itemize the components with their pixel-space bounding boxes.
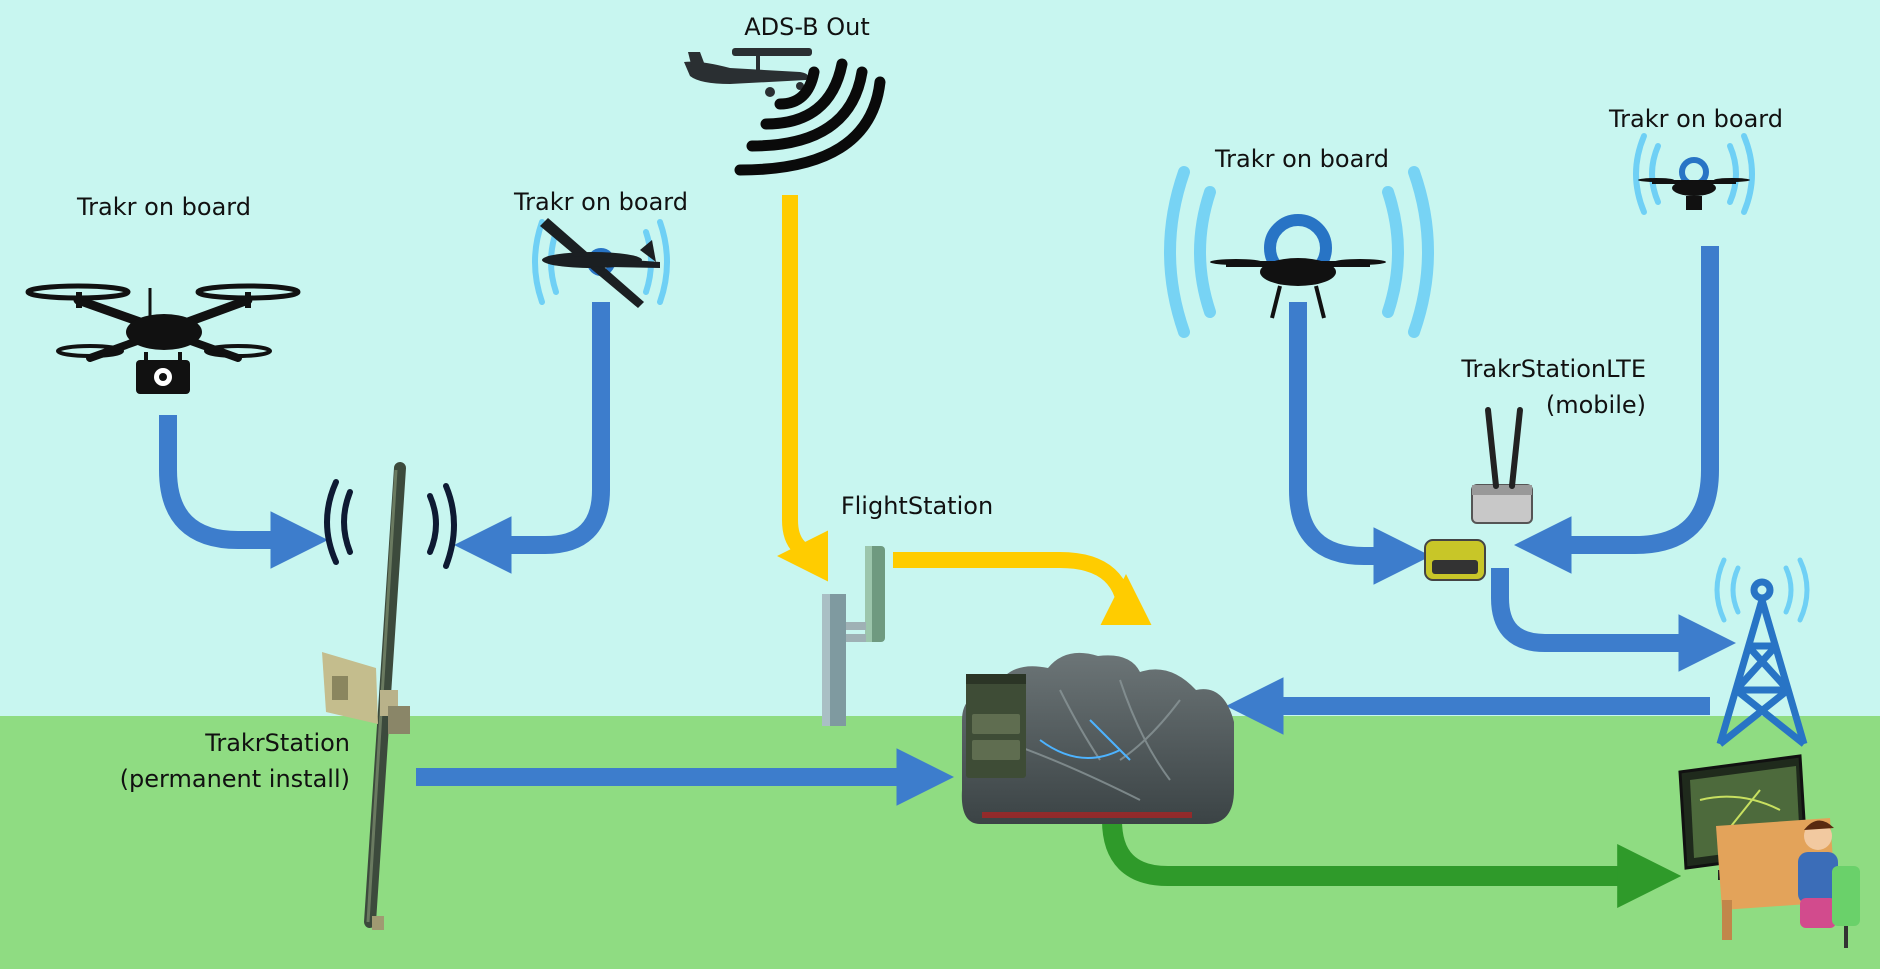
cell-tower-icon [1716,578,1808,747]
arrow-lte-to-tower [1491,568,1737,672]
label-flightstation: FlightStation [840,492,994,520]
label-trakr-fixedwing: Trakr on board [514,188,688,216]
label-trakr-center: Trakr on board [1215,145,1389,173]
center-drone-signal-icon [1164,166,1434,338]
label-trakrstation-lte: TrakrStationLTE [1461,355,1646,383]
arrow-fixedwing-to-trakrstation [453,302,610,574]
quadcopter-camera-icon [25,283,301,394]
label-trakrstation-lte-sub: (mobile) [1545,391,1646,419]
cloud-dashboard-icon [961,652,1234,824]
cessna-plane-icon [684,48,812,97]
flightstation-antenna-icon [822,546,885,726]
label-trakr-right: Trakr on board [1609,105,1783,133]
right-drone-icon [1638,178,1750,210]
arrow-centerdrone-to-lte [1289,302,1432,585]
lte-box-icon [1424,407,1533,581]
adsb-waves-icon [734,58,886,176]
fixed-wing-drone-icon [540,218,660,308]
tower-signal-icon [1714,557,1810,623]
arrow-cloud-to-operator [1102,790,1682,909]
arrow-rightdrone-to-lte [1513,246,1719,574]
label-trakrstation-sub: (permanent install) [119,765,350,793]
label-adsb-out: ADS-B Out [744,13,870,41]
label-trakr-left: Trakr on board [77,193,251,221]
antenna-mast-icon [322,462,410,930]
right-drone-signal-icon [1633,133,1755,215]
operator-desk-icon [1678,754,1860,948]
arrow-adsb-to-flightstation [777,195,829,582]
arrow-quad-to-trakrstation [159,415,329,569]
arrow-flightstation-to-cloud [893,552,1152,626]
trakrstation-signal-icon [324,479,457,569]
center-drone-icon [1210,258,1386,319]
sky-background [0,0,1880,718]
label-trakrstation: TrakrStation [205,729,350,757]
